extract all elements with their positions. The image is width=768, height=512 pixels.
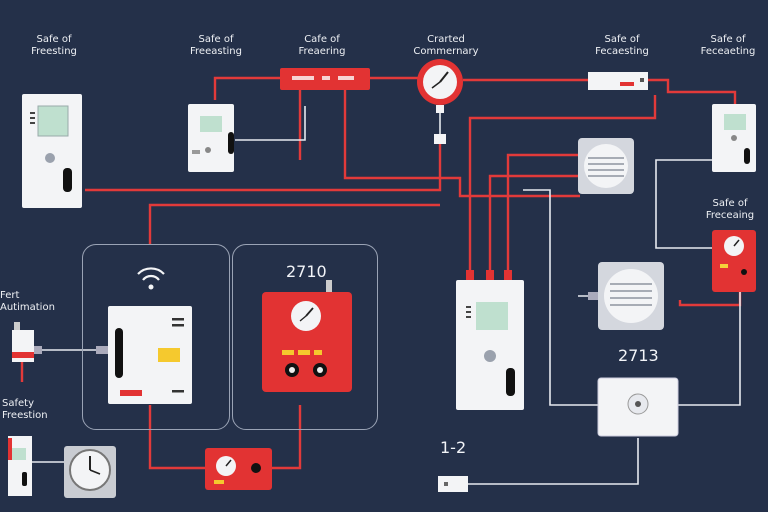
pressure-gauge-top [417,59,463,144]
panel-2710-frame [232,244,378,430]
wifi-control-unit [96,267,192,404]
fert-sensor [12,322,42,362]
plug-connector [438,476,468,492]
box-number-2713: 2713 [618,346,659,365]
control-unit-small [188,104,234,172]
label-right-mid: Safe of Freceaing [705,198,755,221]
label-top-right-2: Safe of Feceaeting [700,34,756,57]
label-left-low: Safety Freestion [2,398,48,421]
fan-unit-lower [588,262,664,330]
safety-unit-bottom-left [8,436,32,496]
sensor-strip-top-right [588,72,648,90]
sensor-box-bottom-right [597,377,679,437]
fan-unit-upper [578,138,634,194]
control-unit-center [456,270,524,410]
label-top-3: Cafe of Freaering [298,34,346,57]
panel-number-2710: 2710 [286,262,327,281]
red-controller-right [712,230,756,292]
junction-gauge-bottom [205,448,272,490]
white-wires [30,106,741,485]
label-left-mid: Fert Autimation [0,290,55,313]
control-unit-top-right [712,104,756,172]
control-unit-top-left [22,94,82,208]
panel-wifi-frame [82,244,230,430]
junction-box-top [280,68,370,90]
red-wires [20,76,742,470]
timer-clock [64,446,116,498]
label-top-right-1: Safe of Fecaesting [595,34,649,57]
label-top-center: Crarted Commernary [413,34,479,57]
label-top-left: Safe of Freesting [31,34,77,57]
number-1-2: 1-2 [440,438,467,457]
red-pressure-unit [262,280,352,392]
label-top-2: Safe of Freeasting [190,34,242,57]
